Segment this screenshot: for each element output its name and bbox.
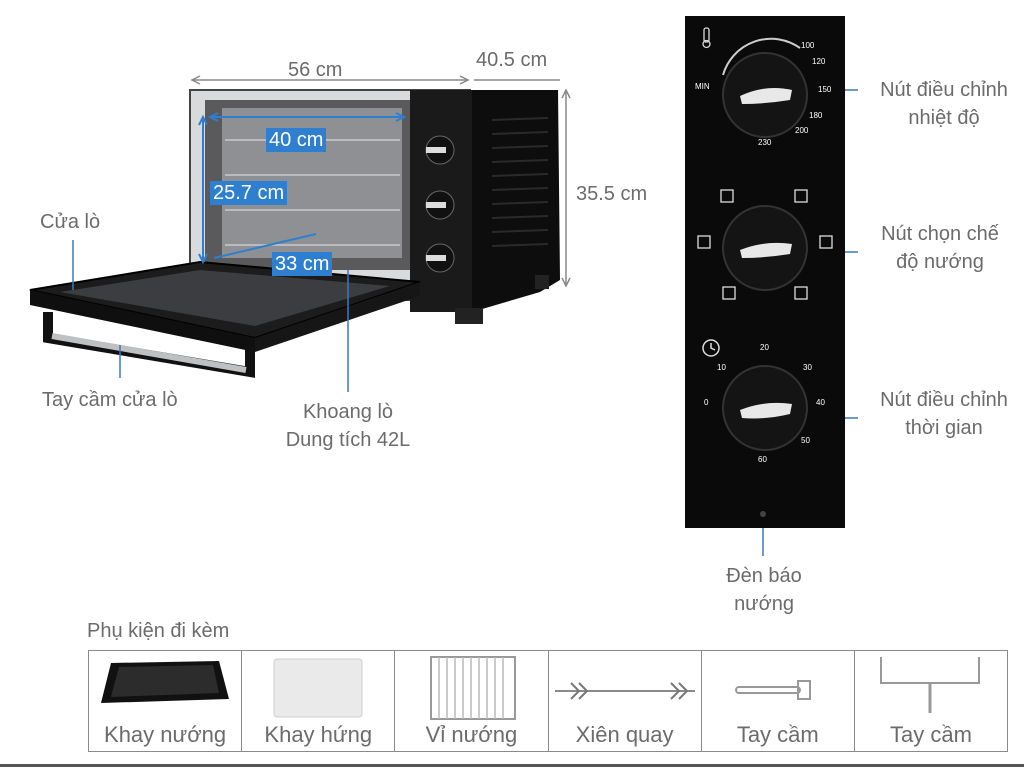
accessories-title: Phụ kiện đi kèm xyxy=(87,620,230,642)
accessory-label: Tay cầm xyxy=(736,722,819,747)
height-label: 35.5 cm xyxy=(576,183,648,205)
lamp-callout-line1: Đèn báo xyxy=(726,565,802,587)
drip-tray-image xyxy=(273,658,363,718)
accessory-drip-tray: Khay hứng xyxy=(242,651,396,751)
lamp-callout: Đèn báo nướng xyxy=(704,562,824,618)
timer-knob-callout: Nút điều chỉnh thời gian xyxy=(864,386,1024,442)
temp-knob-callout-line2: nhiệt độ xyxy=(908,107,980,129)
door-handle-callout: Tay cầm cửa lò xyxy=(42,389,178,411)
inner-depth-tag: 33 cm xyxy=(272,252,333,276)
fork-handle-image xyxy=(879,657,980,713)
wire-rack-image xyxy=(430,656,517,720)
cavity-callout-line1: Khoang lò xyxy=(302,401,394,423)
temp-mark-100: 100 xyxy=(801,41,815,50)
accessory-rotisserie-spit: Xiên quay xyxy=(549,651,702,751)
lamp-callout-line2: nướng xyxy=(734,593,794,615)
temp-mark-230: 230 xyxy=(758,138,772,147)
temp-mark-200: 200 xyxy=(795,126,809,135)
temp-min-label: MIN xyxy=(695,82,710,91)
rotisserie-spit-image xyxy=(554,682,695,700)
accessories-table: Khay nướng Khay hứng Vỉ nướng Xiên quay xyxy=(88,650,1008,752)
timer-knob-callout-line1: Nút điều chỉnh xyxy=(880,389,1008,411)
accessory-label: Vỉ nướng xyxy=(425,722,518,747)
accessory-wire-rack: Vỉ nướng xyxy=(395,651,549,751)
cavity-callout: Khoang lò Dung tích 42L xyxy=(268,398,428,454)
cavity-callout-line2: Dung tích 42L xyxy=(285,429,411,451)
timer-mark-10: 10 xyxy=(717,363,726,372)
mode-knob-callout-line2: độ nướng xyxy=(896,251,984,273)
timer-mark-60: 60 xyxy=(758,455,767,464)
bottom-divider xyxy=(0,764,1024,767)
timer-mark-50: 50 xyxy=(801,436,810,445)
timer-mark-0: 0 xyxy=(704,398,709,407)
accessory-baking-tray: Khay nướng xyxy=(89,651,243,751)
door-callout: Cửa lò xyxy=(40,211,101,233)
temp-knob-callout: Nút điều chỉnh nhiệt độ xyxy=(864,76,1024,132)
control-panel xyxy=(685,16,845,528)
temp-mark-180: 180 xyxy=(809,111,823,120)
dimension-lines xyxy=(190,75,571,288)
accessory-label: Xiên quay xyxy=(575,722,674,747)
oven-door xyxy=(29,260,421,378)
handle-tool-image xyxy=(734,680,811,700)
inner-height-tag: 25.7 cm xyxy=(210,181,288,205)
mode-knob-callout: Nút chọn chế độ nướng xyxy=(860,220,1020,276)
temp-mark-120: 120 xyxy=(812,57,826,66)
accessory-handle-2: Tay cầm xyxy=(855,651,1007,751)
accessory-handle-1: Tay cầm xyxy=(702,651,855,751)
accessory-label: Khay nướng xyxy=(104,722,227,747)
inner-dimension-lines xyxy=(198,112,407,265)
accessory-label: Tay cầm xyxy=(889,722,972,747)
inner-width-tag: 40 cm xyxy=(266,128,327,152)
timer-mark-40: 40 xyxy=(816,398,825,407)
timer-knob-callout-line2: thời gian xyxy=(905,417,983,439)
baking-tray-image xyxy=(101,661,229,703)
mode-knob-callout-line1: Nút chọn chế xyxy=(881,223,999,245)
accessory-label: Khay hứng xyxy=(264,722,373,747)
temp-mark-150: 150 xyxy=(818,85,832,94)
timer-mark-20: 20 xyxy=(760,343,769,352)
timer-mark-30: 30 xyxy=(803,363,812,372)
depth-label: 40.5 cm xyxy=(476,49,548,71)
temp-knob-callout-line1: Nút điều chỉnh xyxy=(880,79,1008,101)
width-label: 56 cm xyxy=(288,59,343,81)
